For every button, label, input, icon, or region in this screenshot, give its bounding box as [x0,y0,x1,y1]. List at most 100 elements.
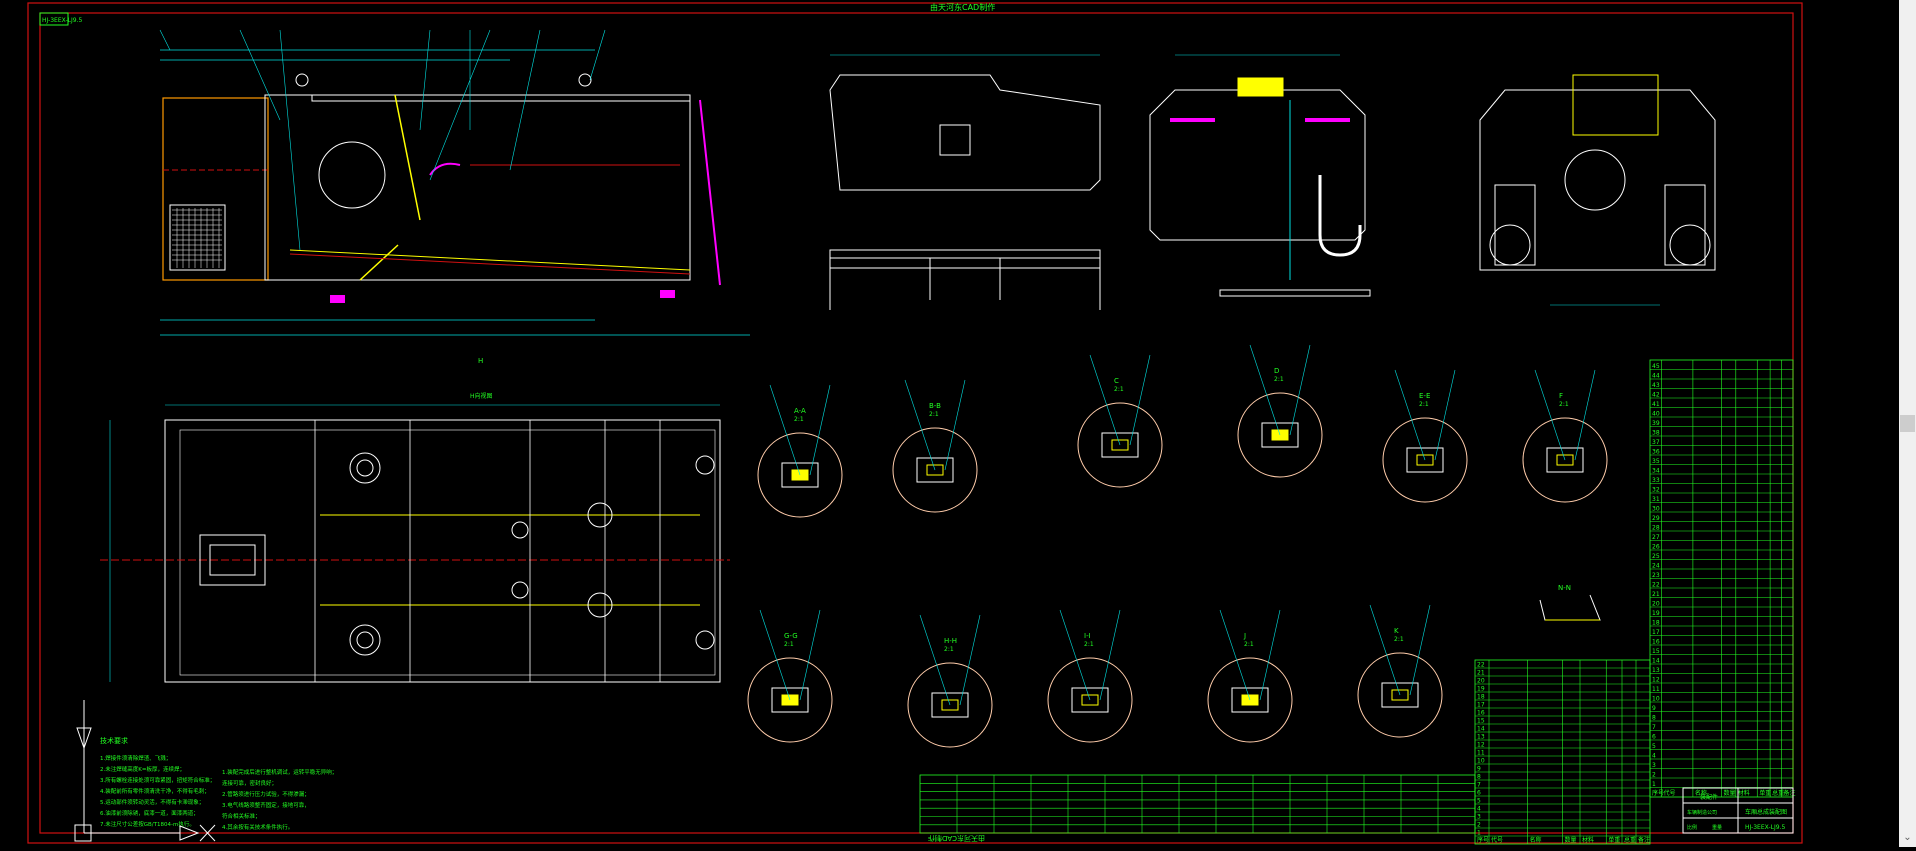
leader-line [919,614,951,706]
table-row-number: 15 [1477,718,1485,725]
table-row-number: 2 [1652,772,1656,779]
table-row-number: 6 [1477,790,1481,797]
detail-part [1556,454,1574,466]
table-row-number: 20 [1477,678,1485,685]
table-header: 名称 [1530,836,1542,844]
detail-circle [1237,392,1323,478]
inner-frame [39,12,1794,834]
table-row-number: 29 [1652,515,1660,522]
detail-part [931,692,969,718]
table-row-number: 25 [1652,553,1660,560]
notes-heading: 技术要求 [100,736,128,745]
table-header: 序号 [1477,836,1489,844]
table-row-number: 13 [1477,734,1485,741]
vertical-scrollbar[interactable]: ⌄ [1899,0,1916,847]
table-row-number: 18 [1477,694,1485,701]
detail-part [1081,694,1099,706]
table-row-number: 34 [1652,468,1660,475]
leader-line [1289,344,1311,436]
table-row-number: 39 [1652,420,1660,427]
table-border [919,774,1476,834]
scroll-down-arrow-icon[interactable]: ⌄ [1903,832,1912,843]
table-row-number: 14 [1477,726,1485,733]
leader-line [1249,344,1281,436]
table-row-number: 11 [1477,750,1485,757]
table-row-number: 30 [1652,506,1660,513]
table-row-number: 18 [1652,620,1660,627]
table-row-number: 10 [1477,758,1485,765]
table-row-number: 22 [1652,582,1660,589]
table-header: 总重 [1624,836,1636,844]
table-row-number: 16 [1477,710,1485,717]
detail-part [916,457,954,483]
table-row-number: 26 [1652,544,1660,551]
detail-part [941,699,959,711]
leader-line [769,384,801,476]
table-row-number: 36 [1652,449,1660,456]
table-row-number: 7 [1652,724,1656,731]
detail-part [1416,454,1434,466]
scale-label: 2:1 [1114,386,1124,393]
note-line: 7.未注尺寸公差按GB/T1804-m执行。 [100,820,195,828]
scale-label: 2:1 [1244,641,1254,648]
title-block-weight: 重量 [1712,824,1722,831]
note-line: 连接可靠，密封良好； [222,779,277,787]
table-row-number: 38 [1652,430,1660,437]
detail-circle [892,427,978,513]
detail-part [1406,447,1444,473]
detail-part [1101,432,1139,458]
detail-circle [1382,417,1468,503]
table-header: 代号 [1663,789,1675,797]
section-label: K [1394,627,1399,635]
section-n-detail [1539,594,1601,621]
table-header: 材料 [1738,789,1750,797]
leader-line [1409,604,1431,696]
title-block-company: 车辆制造公司 [1687,809,1717,816]
parts-table: 序号代号名称数量材料单重总重备注123456789101112131415161… [1649,359,1796,798]
scale-label: 2:1 [1419,401,1429,408]
table-row-number: 44 [1652,373,1660,380]
section-label: A-A [794,407,806,415]
detail-view: J2:1 [1207,609,1293,743]
table-row-number: 37 [1652,439,1660,446]
detail-view: H-H2:1 [907,614,993,748]
scale-label: 2:1 [1394,636,1404,643]
leader-line [944,379,966,471]
leader-line [904,379,936,471]
table-header: 序号 [1652,789,1664,797]
title-block [1682,787,1794,834]
detail-view: D2:1 [1237,344,1323,478]
detail-part [1391,689,1409,701]
leader-line [809,384,831,476]
title-block-subtitle: 车厢总成装配图 [1745,808,1787,816]
section-label: J [1243,632,1246,640]
scale-label: 2:1 [929,411,939,418]
drawing-code: HJ-3EEX-LJ9.5 [42,17,82,24]
note-line: 4.其余按有关技术条件执行。 [222,823,293,831]
detail-circle [907,662,993,748]
outer-frame [27,2,1803,844]
table-row-number: 14 [1652,658,1660,665]
detail-part [1381,682,1419,708]
section-label: C [1114,377,1119,385]
table-row-number: 23 [1652,572,1660,579]
table-row-number: 9 [1477,766,1481,773]
note-line: 1.焊接件须清除焊渣、飞溅； [100,754,171,762]
scrollbar-thumb[interactable] [1900,415,1915,432]
detail-part [1231,687,1269,713]
table-row-number: 33 [1652,477,1660,484]
detail-circle [1077,402,1163,488]
leader-line [1369,604,1401,696]
detail-part [926,464,944,476]
table-row-number: 32 [1652,487,1660,494]
table-row-number: 20 [1652,601,1660,608]
table-row-number: 21 [1652,591,1660,598]
technical-notes: 技术要求 1.焊接件须清除焊渣、飞溅；2.未注焊缝高度K=板厚，连续焊；3.所有… [100,736,337,831]
table-header: 总重 [1772,789,1784,797]
leader-line [799,609,821,701]
leader-line [1089,354,1121,446]
table-header: 单重 [1608,836,1620,844]
footer-mirrored-title: 由天河东CAD制作 [928,834,985,843]
table-row-number: 1 [1652,781,1656,788]
